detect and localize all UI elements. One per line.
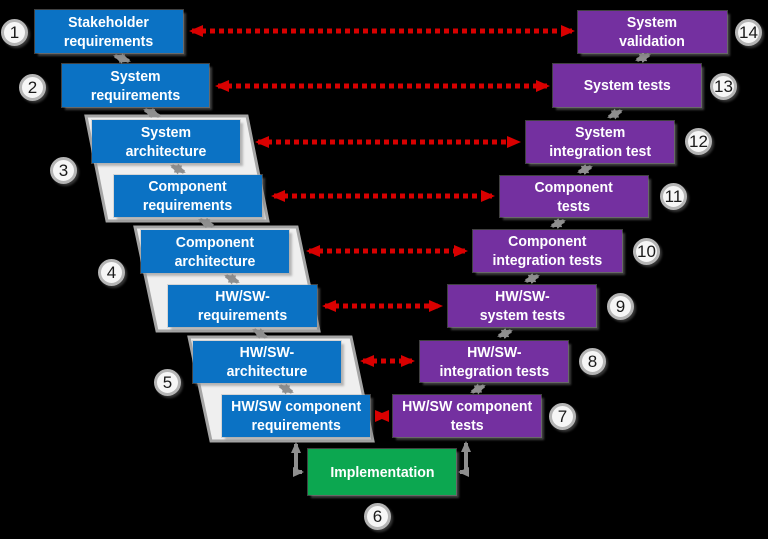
box-label: Component [175, 233, 255, 251]
gray-elbow-to-implementation [291, 442, 304, 477]
box-implementation: Implementation [308, 449, 456, 495]
gray-arrow-l5 [224, 273, 240, 285]
gray-arrow-r6 [607, 108, 623, 120]
box-label: requirements [251, 417, 341, 434]
step-badge-4: 4 [98, 259, 125, 286]
step-badge-13: 13 [710, 73, 737, 100]
box-hwsw-component-tests: HW/SW component tests [393, 395, 541, 437]
box-label: HW/SW- [466, 343, 522, 361]
box-hwsw-system-tests: HW/SW-system tests [448, 285, 596, 327]
step-badge-6: 6 [364, 503, 391, 530]
box-component-requirements: Component requirements [114, 175, 262, 217]
step-badge-1: 1 [1, 19, 28, 46]
gray-arrow-l7 [278, 383, 294, 395]
badge-number: 1 [9, 22, 20, 42]
gray-arrow-l3 [170, 163, 186, 175]
gray-arrow-r5 [577, 163, 593, 176]
gray-arrow-r3 [524, 272, 540, 285]
box-label: HW/SW component [401, 398, 533, 415]
gray-arrow-l2 [143, 107, 161, 119]
badge-number: 10 [637, 241, 656, 261]
gray-arrow-l1 [113, 53, 131, 64]
box-label: requirements [197, 307, 288, 324]
box-label: HW/SW component [230, 398, 362, 415]
step-badge-7: 7 [549, 403, 576, 430]
box-label: integration tests [439, 362, 549, 380]
gray-arrow-l4 [198, 217, 215, 229]
box-label: HW/SW- [215, 288, 270, 305]
step-badge-2: 2 [19, 74, 46, 101]
box-hwsw-architecture: HW/SW-architecture [193, 341, 341, 383]
badge-number: 4 [106, 262, 117, 282]
box-label: tests [557, 197, 591, 215]
box-label: system tests [479, 307, 565, 324]
box-label: System tests [583, 77, 671, 94]
box-label: HW/SW- [239, 344, 295, 361]
step-badge-8: 8 [579, 348, 606, 375]
box-label: System [140, 123, 192, 141]
step-badge-11: 11 [660, 183, 687, 210]
box-label: HW/SW- [494, 288, 550, 305]
step-badge-12: 12 [685, 128, 712, 155]
box-component-integration-tests: Component integration tests [473, 230, 622, 272]
box-label: architecture [174, 252, 256, 270]
gray-arrow-l6 [252, 328, 268, 339]
box-label: requirements [64, 32, 154, 50]
badge-number: 13 [714, 76, 733, 96]
box-system-integration-test: System integration test [526, 121, 674, 163]
gray-arrow-r7 [635, 51, 651, 64]
box-label: Component [148, 178, 228, 195]
badge-number: 7 [557, 406, 568, 426]
step-badge-14: 14 [735, 19, 762, 46]
step-badge-10: 10 [633, 238, 660, 265]
box-label: requirements [90, 86, 181, 104]
box-label: integration tests [492, 252, 603, 269]
gray-elbow-from-implementation [458, 441, 471, 477]
box-label: Stakeholder [68, 13, 150, 31]
badge-number: 6 [372, 506, 383, 526]
badge-number: 2 [27, 77, 38, 97]
box-label: validation [619, 33, 686, 50]
box-label: integration test [549, 143, 651, 160]
gray-arrow-r1 [470, 383, 486, 395]
badge-number: 12 [689, 131, 708, 151]
box-label: Component [508, 233, 587, 250]
box-hwsw-integration-tests: HW/SW-integration tests [420, 341, 568, 382]
box-system-validation: System validation [578, 11, 727, 53]
box-label: System [627, 14, 678, 31]
box-label: System [574, 124, 626, 141]
box-label: requirements [143, 197, 233, 214]
badge-number: 3 [58, 160, 69, 180]
gray-arrow-r4 [550, 217, 566, 230]
box-system-tests: System tests [553, 64, 701, 107]
gray-arrow-r2 [497, 327, 513, 340]
step-badge-5: 5 [154, 369, 181, 396]
badge-number: 9 [615, 296, 626, 316]
badge-number: 5 [162, 372, 173, 392]
badge-number: 8 [587, 351, 598, 371]
box-label: System [110, 67, 161, 85]
box-label: architecture [125, 142, 207, 160]
box-label: tests [450, 417, 484, 434]
box-label: Implementation [329, 463, 435, 481]
badge-number: 11 [664, 186, 683, 206]
box-hwsw-requirements: HW/SW-requirements [168, 285, 317, 327]
box-label: architecture [226, 363, 308, 380]
step-badge-9: 9 [607, 293, 634, 320]
box-hwsw-component-requirements: HW/SW component requirements [222, 395, 370, 437]
step-badge-3: 3 [50, 157, 77, 184]
box-label: Component [534, 178, 614, 196]
badge-number: 14 [739, 22, 758, 42]
